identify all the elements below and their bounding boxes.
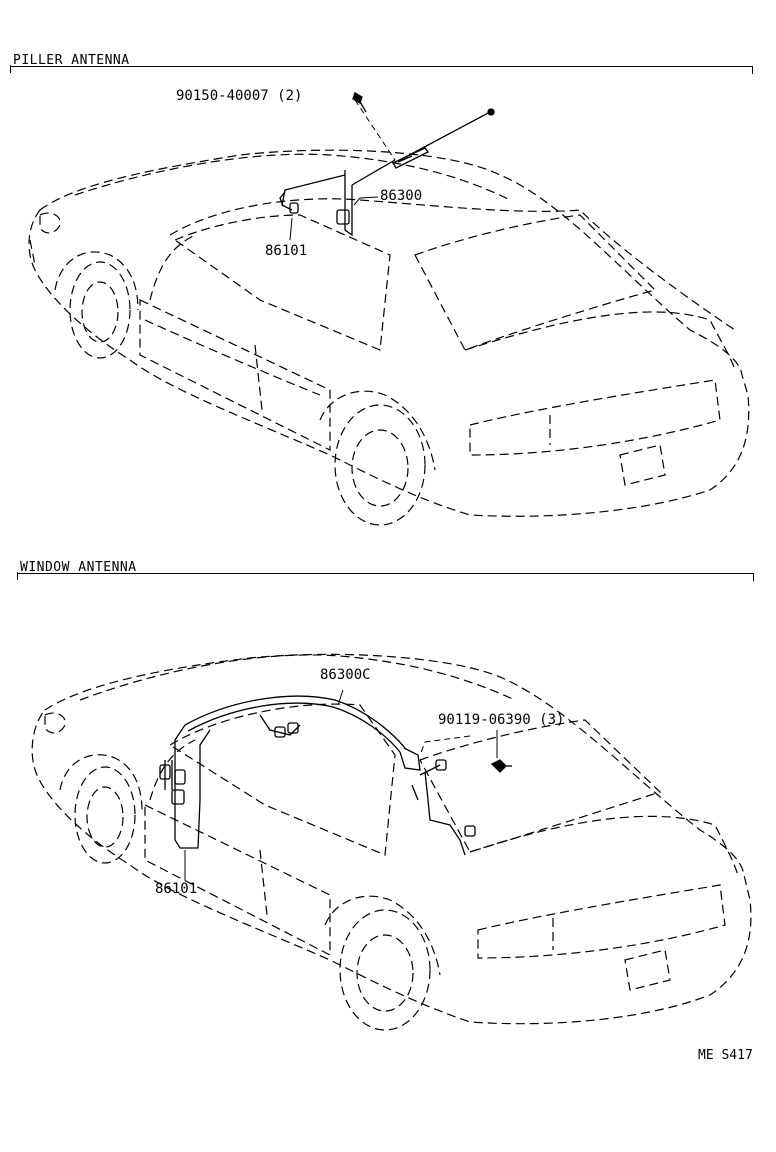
section-title-piller: PILLER ANTENNA (13, 53, 130, 68)
section-rule-left-tick (10, 65, 11, 73)
section-rule (10, 66, 753, 67)
label-cable-part-number: 86101 (265, 243, 308, 259)
piller-antenna-diagram (28, 92, 750, 526)
section-title-window: WINDOW ANTENNA (20, 560, 137, 575)
label-screw-part-number: 90119-06390 (3) (438, 712, 565, 728)
drawing-code: ME S417 (698, 1048, 753, 1063)
label-bolt-part-number: 90150-40007 (2) (176, 88, 303, 104)
label-antenna-part-number: 86300 (380, 188, 423, 204)
section-rule-2 (17, 573, 754, 574)
section-rule-left-tick-2 (17, 572, 18, 580)
label-cable-assy-part-number: 86300C (320, 667, 371, 683)
label-cable-part-number-2: 86101 (155, 881, 198, 897)
section-rule-right-tick-2 (753, 573, 754, 581)
section-rule-right-tick (752, 66, 753, 74)
